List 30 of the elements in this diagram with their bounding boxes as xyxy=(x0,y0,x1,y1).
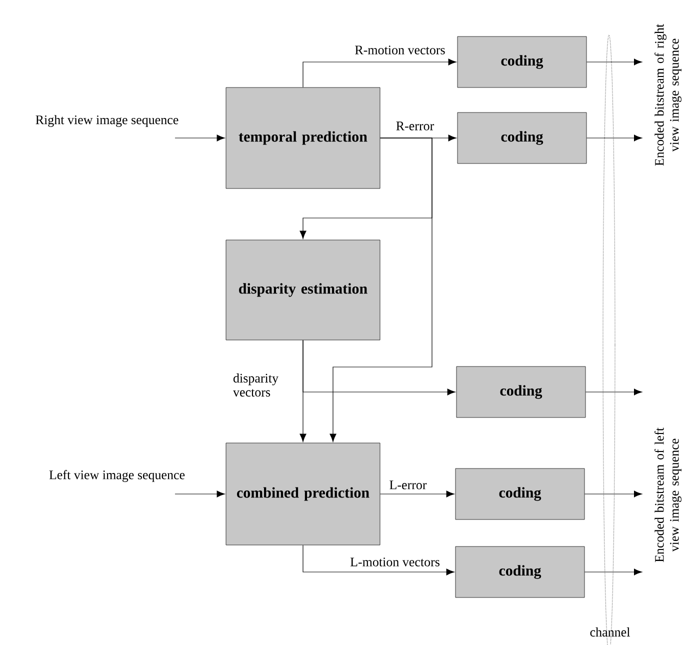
arrow xyxy=(586,58,642,66)
label: Right view image sequence xyxy=(36,115,178,127)
coding-box: coding xyxy=(455,546,585,598)
arrow xyxy=(584,568,642,576)
coding-box: coding xyxy=(456,366,586,418)
label: Left view image sequence xyxy=(49,470,185,482)
edge-label: R-motion vectors xyxy=(355,46,445,54)
process-box: disparity estimation xyxy=(226,240,380,340)
arrow xyxy=(174,134,225,142)
coding-box: coding xyxy=(457,36,587,88)
label: Encoded bitstream of left view image sequence xyxy=(654,428,682,562)
arrow xyxy=(380,490,454,498)
edge-label: L-error xyxy=(390,480,427,490)
label: channel xyxy=(590,627,630,637)
coding-box: coding xyxy=(455,468,585,520)
arrow xyxy=(330,138,432,442)
arrow xyxy=(302,544,454,576)
arrow xyxy=(302,58,456,88)
arrow xyxy=(300,340,306,442)
edge-label: R-error xyxy=(396,122,434,130)
coding-box: coding xyxy=(457,112,587,164)
edge-label: L-motion vectors xyxy=(350,558,440,566)
arrow xyxy=(585,388,642,396)
arrow xyxy=(586,134,642,142)
arrow xyxy=(584,490,642,498)
label: Encoded bitstream of right view image sequence xyxy=(654,24,682,166)
arrow xyxy=(174,490,225,498)
process-box: combined prediction xyxy=(226,442,380,546)
process-box: temporal prediction xyxy=(226,87,380,189)
edge-label: disparity vectors xyxy=(233,373,278,397)
